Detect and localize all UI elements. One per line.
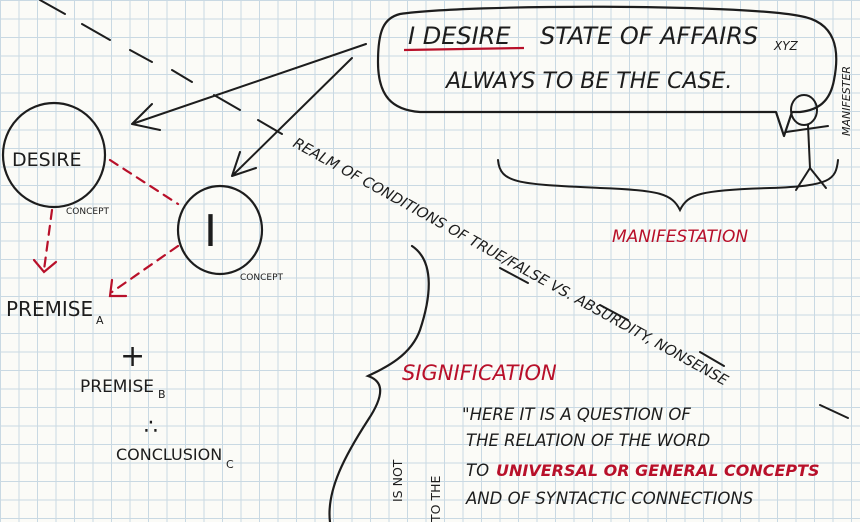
bubble-to-concept-arrows (131, 43, 367, 177)
plus-sign: + (120, 339, 145, 374)
syllogism: PREMISE A + PREMISE B ∴ CONCLUSION C (6, 297, 234, 471)
arrow-to-i (231, 57, 353, 177)
premise-a-subscript: A (96, 314, 104, 327)
therefore-symbol: ∴ (144, 415, 158, 440)
red-arrowheads (32, 258, 128, 298)
quote-block: "HERE IT IS A QUESTION OF THE RELATION O… (462, 405, 820, 508)
manifestation-brace (497, 159, 839, 213)
bubble-state-of-affairs: STATE OF AFFAIRS (540, 22, 758, 50)
desire-to-premise-arrow (42, 208, 54, 272)
i-concept-tag: CONCEPT (240, 273, 283, 283)
red-dashed-links (42, 158, 180, 294)
bubble-i-desire: I DESIRE (408, 22, 511, 50)
desire-concept: DESIRE CONCEPT (1, 101, 109, 217)
desire-to-i-link (108, 158, 180, 206)
premise-b-label: PREMISE (80, 377, 154, 397)
manifestation-label: MANIFESTATION (612, 227, 748, 247)
desire-concept-tag: CONCEPT (66, 207, 109, 217)
vertical-note-line-2: TO THE (428, 476, 443, 522)
realm-text: REALM OF CONDITIONS OF TRUE/FALSE VS. AB… (290, 135, 732, 390)
speech-bubble: I DESIRE STATE OF AFFAIRS XYZ ALWAYS TO … (376, 5, 838, 138)
i-desire-underline (403, 46, 525, 52)
quote-line-3-prefix: TO (466, 461, 489, 480)
manifester-figure (785, 94, 829, 191)
bubble-subscript-xyz: XYZ (773, 39, 799, 53)
manifester-label: MANIFESTER (840, 66, 853, 136)
i-to-premise-arrow (110, 244, 180, 294)
dashed-divider-line (39, 0, 283, 135)
quote-line-2: THE RELATION OF THE WORD (466, 431, 710, 450)
bubble-always-line: ALWAYS TO BE THE CASE. (444, 69, 732, 94)
conclusion-subscript: C (226, 458, 234, 471)
arrow-to-desire (131, 43, 367, 131)
i-concept: I CONCEPT (176, 184, 283, 283)
quote-line-4: AND OF SYNTACTIC CONNECTIONS (465, 489, 753, 508)
quote-line-1: "HERE IT IS A QUESTION OF (462, 405, 691, 424)
premise-a-label: PREMISE (6, 297, 93, 321)
premise-b-subscript: B (158, 388, 166, 401)
i-concept-label: I (204, 206, 217, 257)
signification-brace (328, 244, 430, 522)
signification-label: SIGNIFICATION (402, 361, 557, 385)
realm-dashed-line (499, 267, 849, 419)
desire-concept-label: DESIRE (12, 149, 82, 171)
vertical-note-line-1: IS NOT (390, 459, 405, 502)
quote-line-3-emphasis: UNIVERSAL OR GENERAL CONCEPTS (496, 461, 820, 480)
conclusion-label: CONCLUSION (116, 445, 222, 464)
